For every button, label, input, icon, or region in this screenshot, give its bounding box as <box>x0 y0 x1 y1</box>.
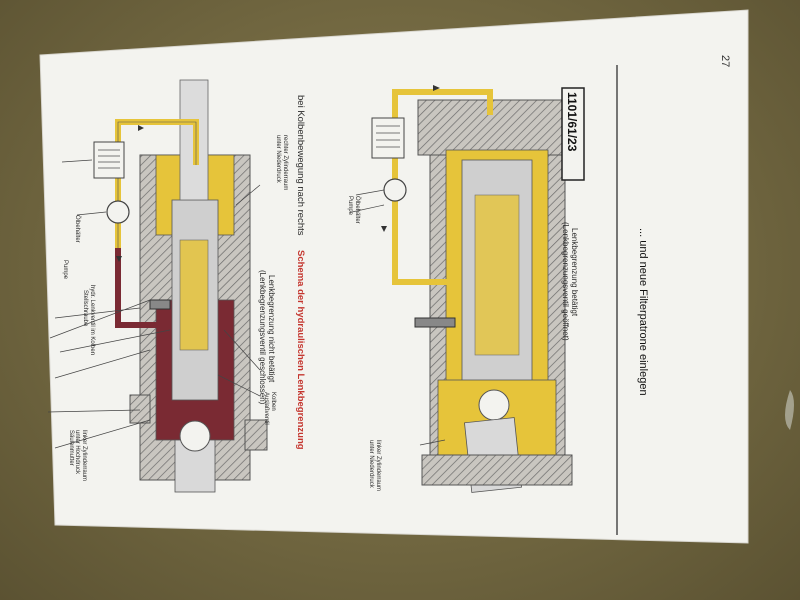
edge-object <box>785 390 794 430</box>
left-label-auslassventil: Auslaßventil <box>263 392 269 425</box>
left-caption-line1: Lenkbegrenzung nicht betätigt <box>267 275 276 383</box>
left-caption-line2: (Lenkbegrenzungsventil geschlossen) <box>258 270 267 405</box>
left-label-pumpe: Pumpe <box>62 260 68 280</box>
page-number: 27 <box>719 55 731 67</box>
left-label-oelbehaelter: Ölbehälter <box>74 215 81 243</box>
left-label-rechter-zylinder-2: unter Niederdruck <box>275 135 281 184</box>
right-caption-line1: Lenkbegrenzung betätigt <box>570 228 579 317</box>
right-caption-line2: (Lenkbegrenzungsventil geöffnet) <box>561 222 570 341</box>
figure-code-box: 1101/61/23 <box>561 87 585 181</box>
left-label-lenkventil: hydr. Lenkventil im Kolben <box>89 285 95 355</box>
right-label-linker-zylinder: linker Zylinderraum <box>375 440 381 491</box>
left-label-linker-zylinder: linker Zylinderraum <box>81 430 87 481</box>
footer-text: ... und neue Filterpatrone einlegen <box>637 228 649 396</box>
left-label-saeulenmutter: Säulenmutter <box>68 430 74 466</box>
right-label-pumpe: Pumpe <box>347 196 353 216</box>
left-hydraulic-diagram <box>47 79 268 493</box>
title-red: Schema der hydraulischen Lenkbegrenzung <box>295 250 306 450</box>
left-label-stellschraube: Stellschraube <box>82 290 88 327</box>
left-label-kolben: Kolben <box>270 392 276 411</box>
right-hydraulic-diagram <box>351 85 579 493</box>
right-label-oelbehaelter: Ölbehälter <box>354 196 361 224</box>
title-black: bei Kolbenbewegung nach rechts <box>295 95 306 236</box>
left-label-rechter-zylinder: rechter Zylinderraum <box>282 135 288 190</box>
figure-code: 1101/61/23 <box>565 92 579 152</box>
left-label-linker-zylinder-2: unter Hochdruck <box>74 430 80 475</box>
right-label-linker-zylinder-2: unter Niederdruck <box>368 440 374 489</box>
